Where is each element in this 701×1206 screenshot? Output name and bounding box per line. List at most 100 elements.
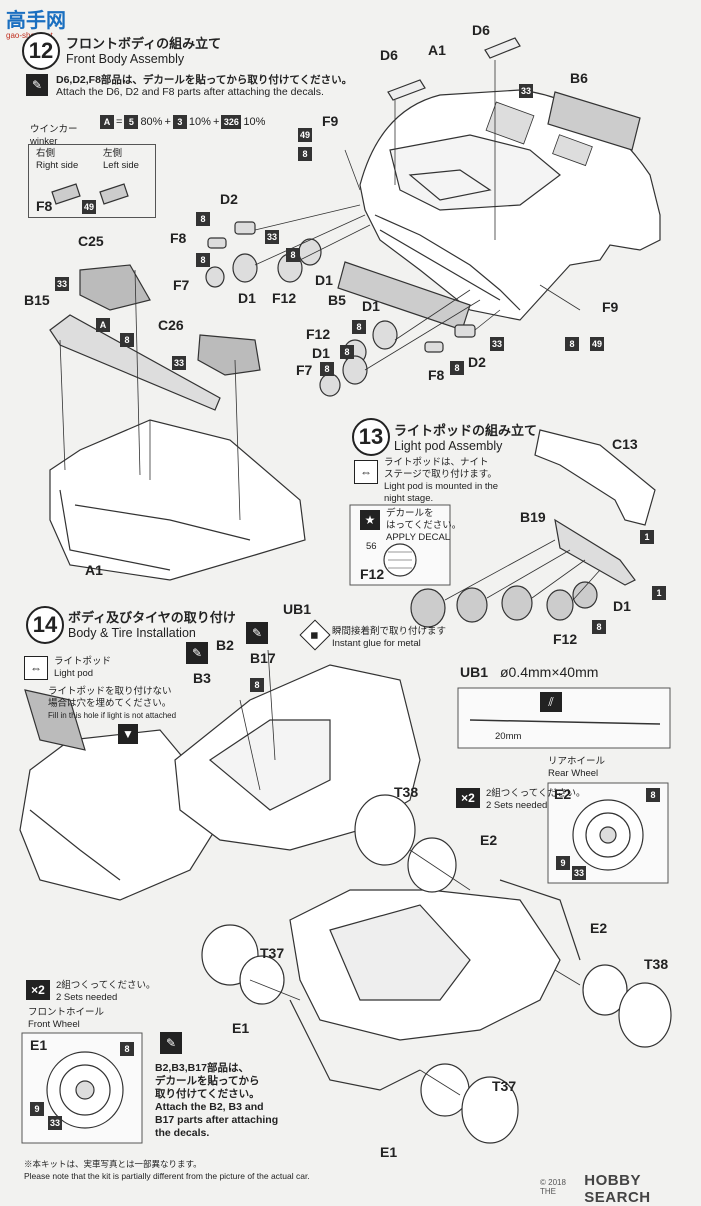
- step-13-note-en2: night stage.: [384, 493, 434, 504]
- label-b15: B15: [24, 292, 50, 308]
- label-f8-left: F8: [170, 230, 187, 246]
- label-d6-left: D6: [380, 47, 398, 63]
- label-d1-top: D1: [238, 290, 256, 306]
- label-e1-bottom: E1: [380, 1144, 398, 1160]
- label-c13: C13: [612, 436, 638, 452]
- rear-wheel-e2: E2: [554, 786, 572, 802]
- code-8-d1-lower: 8: [352, 320, 366, 334]
- front-wheel-jp: フロントホイール: [28, 1007, 105, 1018]
- step-13-note-jp2: ステージで取り付けます。: [384, 469, 497, 480]
- step-13-title-en: Light pod Assembly: [394, 439, 503, 453]
- step-12-title-jp: フロントボディの組み立て: [66, 36, 222, 51]
- label-a1-top: A1: [428, 42, 446, 58]
- code-8-f9: 8: [298, 147, 312, 161]
- dec-note-jp3: 取り付けてください。: [155, 1088, 260, 1100]
- code-8-f12-lower: 8: [340, 345, 354, 359]
- x2-front-badge: ×2: [26, 980, 50, 1000]
- footer-note-en: Please note that the kit is partially di…: [24, 1171, 310, 1181]
- label-f9-right: F9: [602, 299, 619, 315]
- label-c26: C26: [158, 317, 184, 333]
- decal-note-en: APPLY DECAL: [386, 532, 451, 543]
- code-49-f9-right: 49: [590, 337, 604, 351]
- winker-label-jp: ウインカー: [30, 124, 78, 135]
- label-a1-bottom: A1: [85, 562, 103, 578]
- label-f12-top: F12: [272, 290, 297, 306]
- decal-star-icon: ★: [360, 510, 380, 530]
- metal-wire-icon: ⫽: [540, 692, 562, 712]
- label-d1-lower: D1: [362, 298, 380, 314]
- copyright-text: © 2018 THE: [540, 1178, 566, 1196]
- winker-label-en: winker: [30, 136, 58, 147]
- decal-icon: ✎: [26, 74, 48, 96]
- rear-sets-en: 2 Sets needed: [486, 800, 548, 811]
- label-d6-top: D6: [472, 22, 490, 38]
- code-49-f9: 49: [298, 128, 312, 142]
- front-sets-en: 2 Sets needed: [56, 992, 118, 1003]
- fill-note-jp2: 場合は穴を埋めてください。: [48, 698, 172, 709]
- step-14-number: 14: [26, 606, 64, 644]
- label-b6: B6: [570, 70, 588, 86]
- code-1-b19: 1: [652, 586, 666, 600]
- label-f7-top: F7: [173, 277, 190, 293]
- label-f8-winker: F8: [36, 198, 53, 214]
- dec-note-jp2: デカールを貼ってから: [155, 1075, 260, 1087]
- code-8-f7: 8: [196, 253, 210, 267]
- code-33-b6: 33: [519, 84, 533, 98]
- step-14-title-jp: ボディ及びタイヤの取り付け: [68, 610, 236, 625]
- code-8-f9-right: 8: [565, 337, 579, 351]
- front-code-33: 33: [48, 1116, 62, 1130]
- x2-rear-badge: ×2: [456, 788, 480, 808]
- light-pod-arrow-icon: ⇔: [354, 460, 378, 484]
- code-8-f8-bottom: 8: [450, 361, 464, 375]
- front-sets-jp: 2組つくってください。: [56, 980, 156, 991]
- label-ub1: UB1: [283, 601, 312, 617]
- label-d1-pod: D1: [613, 598, 631, 614]
- label-d1-mid: D1: [315, 272, 333, 288]
- front-wheel-en: Front Wheel: [28, 1019, 80, 1030]
- decal-icon-3: ✎: [186, 642, 208, 664]
- label-e2-top: E2: [480, 832, 498, 848]
- pod-label-en: Light pod: [54, 668, 94, 679]
- code-8-b3: 8: [250, 678, 264, 692]
- rear-code-8: 8: [646, 788, 660, 802]
- label-b5: B5: [328, 292, 346, 308]
- decal-note-jp1: デカールを: [386, 508, 434, 519]
- label-f12-pod: F12: [553, 631, 578, 647]
- label-t38-top: T38: [394, 784, 419, 800]
- label-f9-left: F9: [322, 113, 339, 129]
- rear-wheel-jp: リアホイール: [548, 756, 606, 767]
- label-d2-right: D2: [468, 354, 486, 370]
- step-12-title-en: Front Body Assembly: [66, 52, 185, 66]
- step-14-title-en: Body & Tire Installation: [68, 626, 196, 640]
- glue-note-en: Instant glue for metal: [332, 638, 421, 649]
- hobby-search-text: HOBBY SEARCH: [584, 1172, 651, 1206]
- code-a-b15: A: [96, 318, 110, 332]
- step-12-note-en: Attach the D6, D2 and F8 parts after att…: [56, 86, 324, 98]
- code-33-d2-right: 33: [490, 337, 504, 351]
- fill-note-jp1: ライトポッドを取り付けない: [48, 686, 172, 697]
- code-33-c26: 33: [172, 356, 186, 370]
- winker-panel: [28, 144, 156, 218]
- step-13-note-en1: Light pod is mounted in the: [384, 481, 499, 492]
- light-pod-arrow-icon-2: ⇔: [24, 656, 48, 680]
- decal-number: 56: [366, 541, 377, 552]
- label-b3: B3: [193, 670, 211, 686]
- front-wheel-e1: E1: [30, 1037, 48, 1053]
- code-1-c13: 1: [640, 530, 654, 544]
- label-f12-lower: F12: [306, 326, 331, 342]
- step-13-note-jp1: ライトポッドは、ナイト: [384, 457, 489, 468]
- watermark-title: 高手网: [6, 8, 66, 32]
- step-12-number: 12: [22, 32, 60, 70]
- label-d2-top: D2: [220, 191, 238, 207]
- rear-wheel-en: Rear Wheel: [548, 768, 599, 779]
- code-49-winker: 49: [82, 200, 96, 214]
- label-c25: C25: [78, 233, 104, 249]
- decal-icon-2: ✎: [246, 622, 268, 644]
- label-d1-bottom: D1: [312, 345, 330, 361]
- label-t38-right: T38: [644, 956, 669, 972]
- code-33-d2: 33: [265, 230, 279, 244]
- front-code-9: 9: [30, 1102, 44, 1116]
- ub1-20mm: 20mm: [495, 731, 522, 742]
- fill-hole-icon: ▼: [118, 724, 138, 744]
